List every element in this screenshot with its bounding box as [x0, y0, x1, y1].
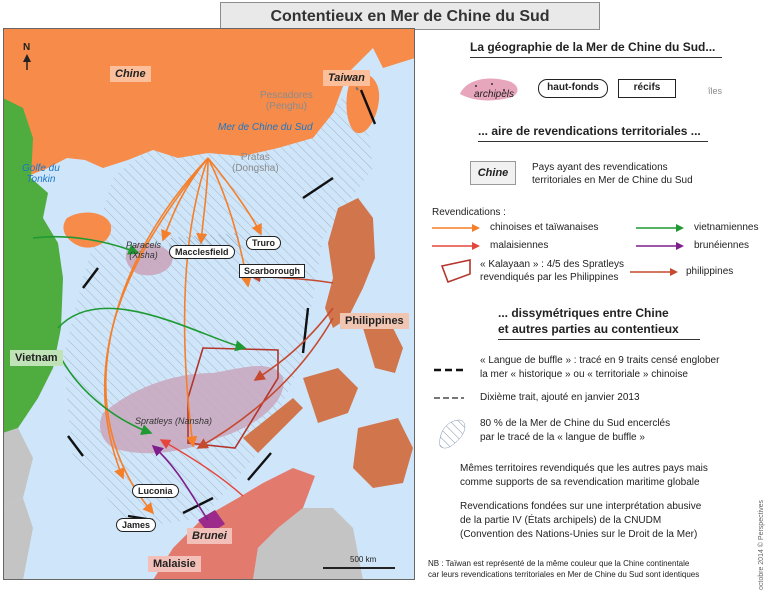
borneo-land — [153, 468, 315, 580]
north-arrow-icon — [23, 54, 31, 70]
claim-arrows-china — [103, 157, 262, 515]
legend-recifs: récifs — [618, 79, 676, 98]
label-spratleys: Spratleys (Nansha) — [135, 416, 213, 426]
label-philippines: Philippines — [340, 313, 409, 329]
feature-luconia: Luconia — [132, 484, 179, 498]
feature-scarborough: Scarborough — [239, 264, 306, 278]
indochina-land — [3, 428, 33, 508]
taiwan-land — [346, 73, 380, 134]
label-vietnam: Vietnam — [10, 350, 63, 366]
malay-peninsula — [3, 498, 33, 580]
legend-heading-asym-1: ... dissymétriques entre Chine — [498, 306, 669, 320]
legend-claim-arrows — [432, 224, 684, 284]
feature-macclesfield: Macclesfield — [169, 245, 235, 259]
legend-claims-kalayaan: « Kalayaan » : 4/5 des Spratleys revendi… — [480, 259, 624, 283]
credit: octobre 2014 © Perspectives — [758, 500, 765, 590]
legend-claims-malaysia: malaisiennes — [490, 240, 549, 251]
legend-country-box: Chine — [470, 161, 516, 185]
label-pescadores: Pescadores (Penghu) — [260, 90, 313, 112]
claim-arrows-brunei — [151, 444, 209, 521]
claim-arrows-vietnam — [32, 235, 247, 436]
legend-iles: îles — [708, 86, 723, 96]
feature-truro: Truro — [246, 236, 282, 250]
legend-heading-claims-area: ... aire de revendications territoriales… — [478, 124, 701, 138]
legend-nine-dash: « Langue de buffle » : tracé en 9 traits… — [480, 355, 720, 380]
label-sea: Mer de Chine du Sud — [218, 122, 313, 133]
legend-claims-label: Revendications : — [432, 207, 506, 218]
legend-heading-geography: La géographie de la Mer de Chine du Sud.… — [470, 40, 716, 54]
legend-heading-asym-2: et autres parties au contentieux — [498, 322, 679, 336]
feature-james: James — [116, 518, 157, 532]
label-malaysia: Malaisie — [148, 556, 201, 572]
south-china-sea-map: N — [3, 28, 415, 580]
hainan-island — [63, 212, 112, 248]
claim-arrows-malaysia — [159, 439, 244, 497]
philippines-land — [243, 198, 413, 488]
label-brunei: Brunei — [187, 528, 232, 544]
vietnam-land — [3, 98, 63, 433]
indonesia-kalimantan — [253, 508, 363, 580]
legend-same-territories: Mêmes territoires revendiqués que les au… — [460, 463, 708, 488]
legend-tenth-dash: Dixième trait, ajouté en janvier 2013 — [480, 392, 640, 403]
legend-hatched-symbol — [439, 419, 466, 449]
legend-claims-philippines: philippines — [686, 266, 734, 277]
legend-abusive-interpretation: Revendications fondées sur une interprét… — [460, 501, 702, 540]
legend-nb: NB : Taïwan est représenté de la même co… — [428, 559, 700, 579]
label-gulf: Golfe du Tonkin — [22, 163, 60, 185]
legend-archipels: archipels — [474, 89, 515, 100]
legend-panel: La géographie de la Mer de Chine du Sud.… — [418, 28, 760, 580]
legend-country-desc: Pays ayant des revendications territoria… — [532, 162, 693, 186]
label-china: Chine — [110, 66, 151, 82]
label-paracels: Paracels (Xisha) — [126, 240, 162, 260]
label-pratas: Pratas (Dongsha) — [232, 152, 279, 174]
legend-hautfonds: haut-fonds — [538, 79, 608, 98]
archipel-symbol — [460, 78, 518, 101]
legend-claims-brunei: brunéiennes — [694, 240, 750, 251]
legend-dash-symbols — [434, 368, 464, 399]
china-land — [3, 28, 415, 178]
legend-80-percent: 80 % de la Mer de Chine du Sud encerclés… — [480, 418, 671, 443]
legend-claims-vietnam: vietnamiennes — [694, 222, 759, 233]
label-taiwan: Taiwan — [323, 70, 370, 86]
north-label: N — [23, 42, 30, 53]
legend-claims-china: chinoises et taïwanaises — [490, 222, 599, 233]
page-title: Contentieux en Mer de Chine du Sud — [220, 2, 600, 30]
scale-label: 500 km — [350, 555, 377, 564]
